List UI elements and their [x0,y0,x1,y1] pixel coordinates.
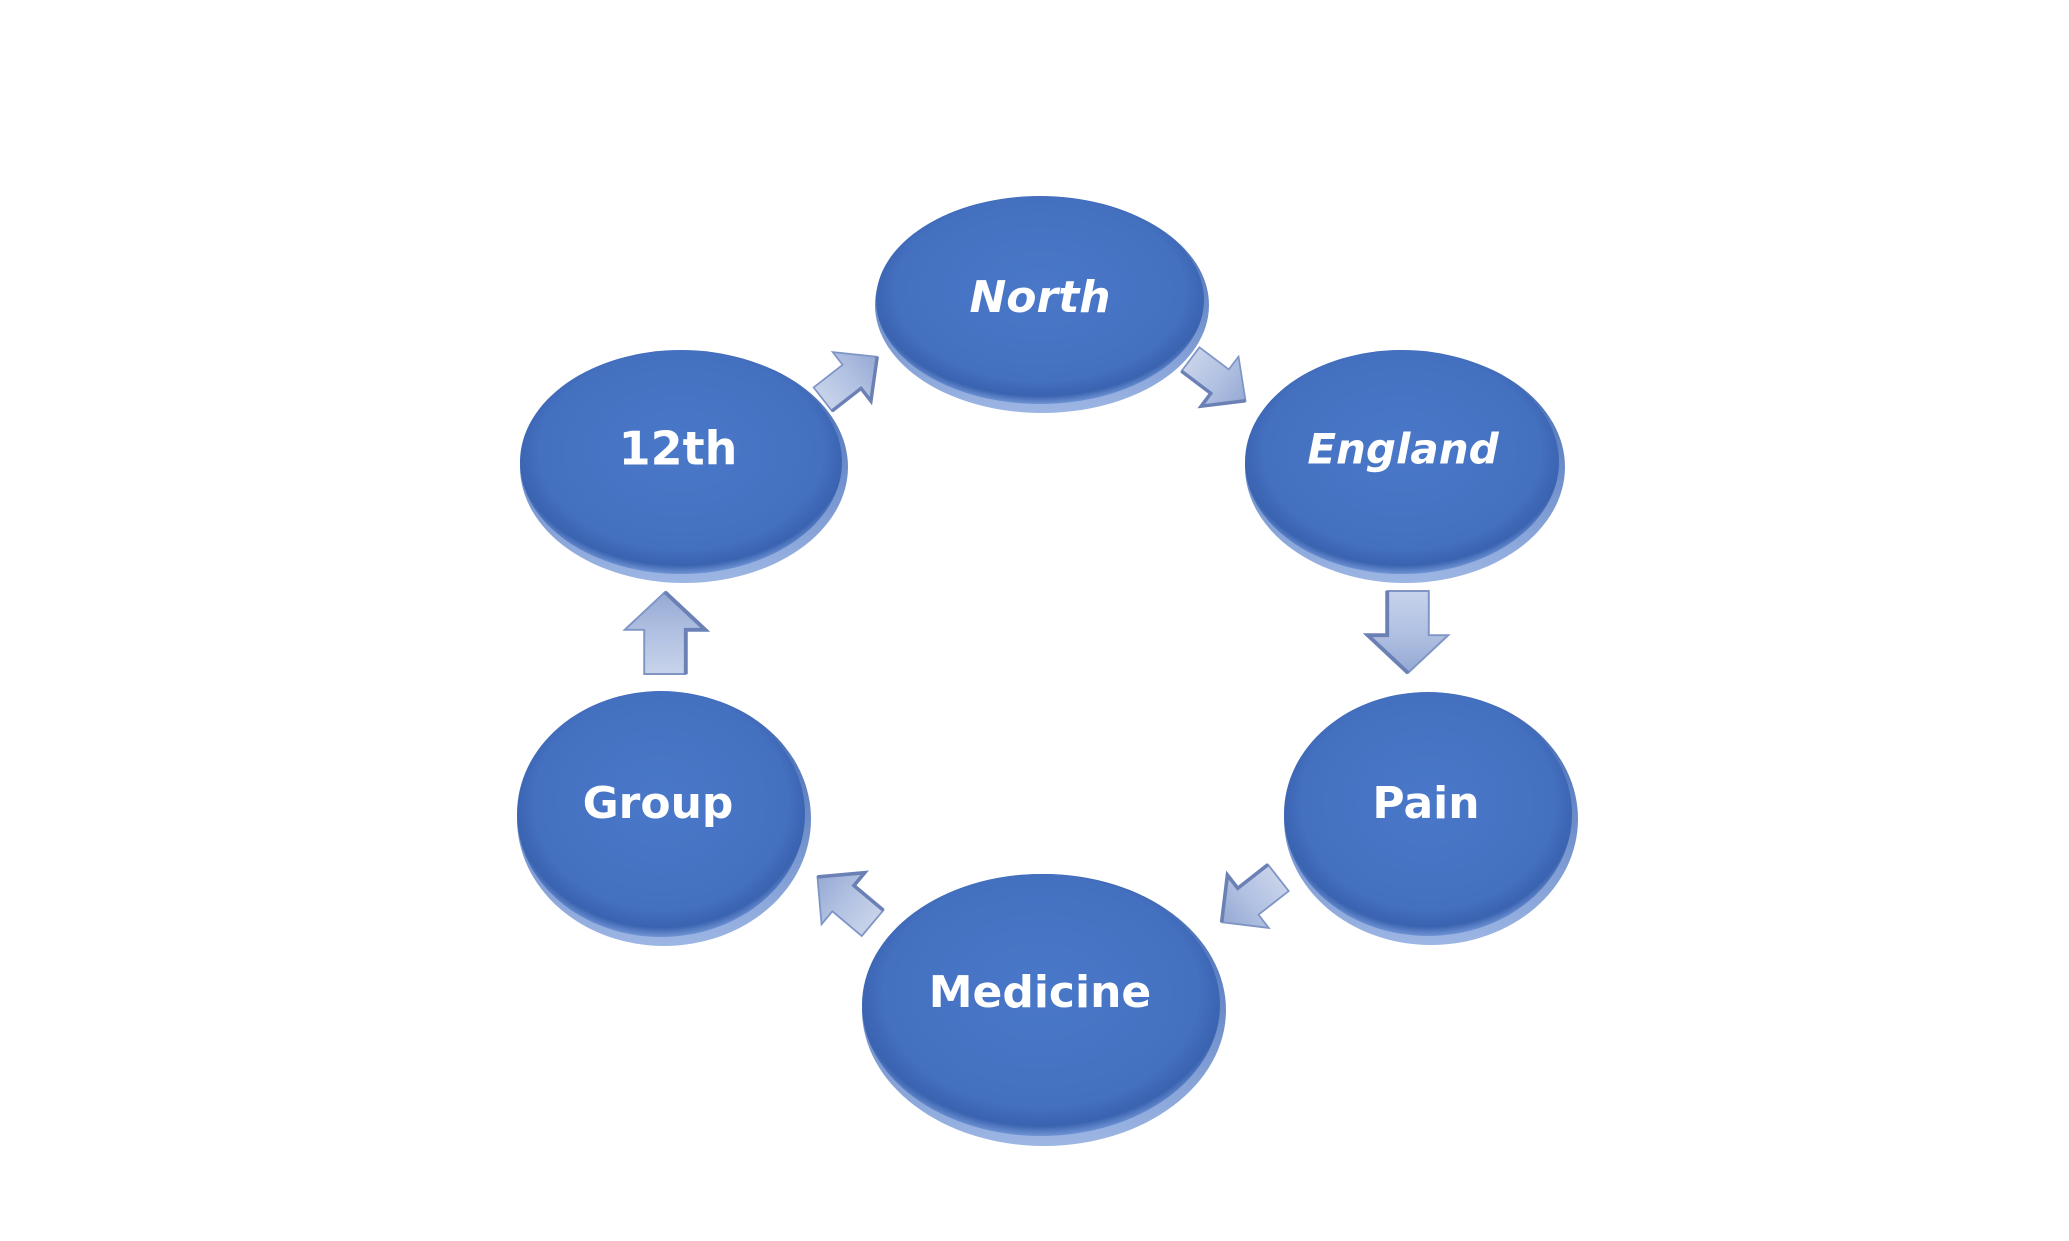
node-group: Group [517,691,811,946]
node-label-north: North [969,272,1110,323]
arrows-layer [622,346,1451,938]
node-label-england: England [1307,425,1499,474]
arrow-england-to-pain [1362,590,1451,675]
node-medicine: Medicine [862,874,1226,1146]
arrow-12th-to-north [812,351,879,413]
arrow-medicine-to-group [816,870,885,938]
arrow-north-to-england [1180,346,1247,409]
node-label-medicine: Medicine [929,967,1152,1018]
node-label-12th: 12th [619,422,738,476]
node-pain: Pain [1284,692,1578,945]
node-12th: 12th [520,350,848,583]
node-label-pain: Pain [1372,778,1479,829]
node-label-group: Group [583,778,734,829]
node-england: England [1245,350,1565,583]
arrow-group-to-12th [622,590,711,675]
node-north: North [875,196,1209,413]
arrow-pain-to-medicine [1219,863,1290,930]
